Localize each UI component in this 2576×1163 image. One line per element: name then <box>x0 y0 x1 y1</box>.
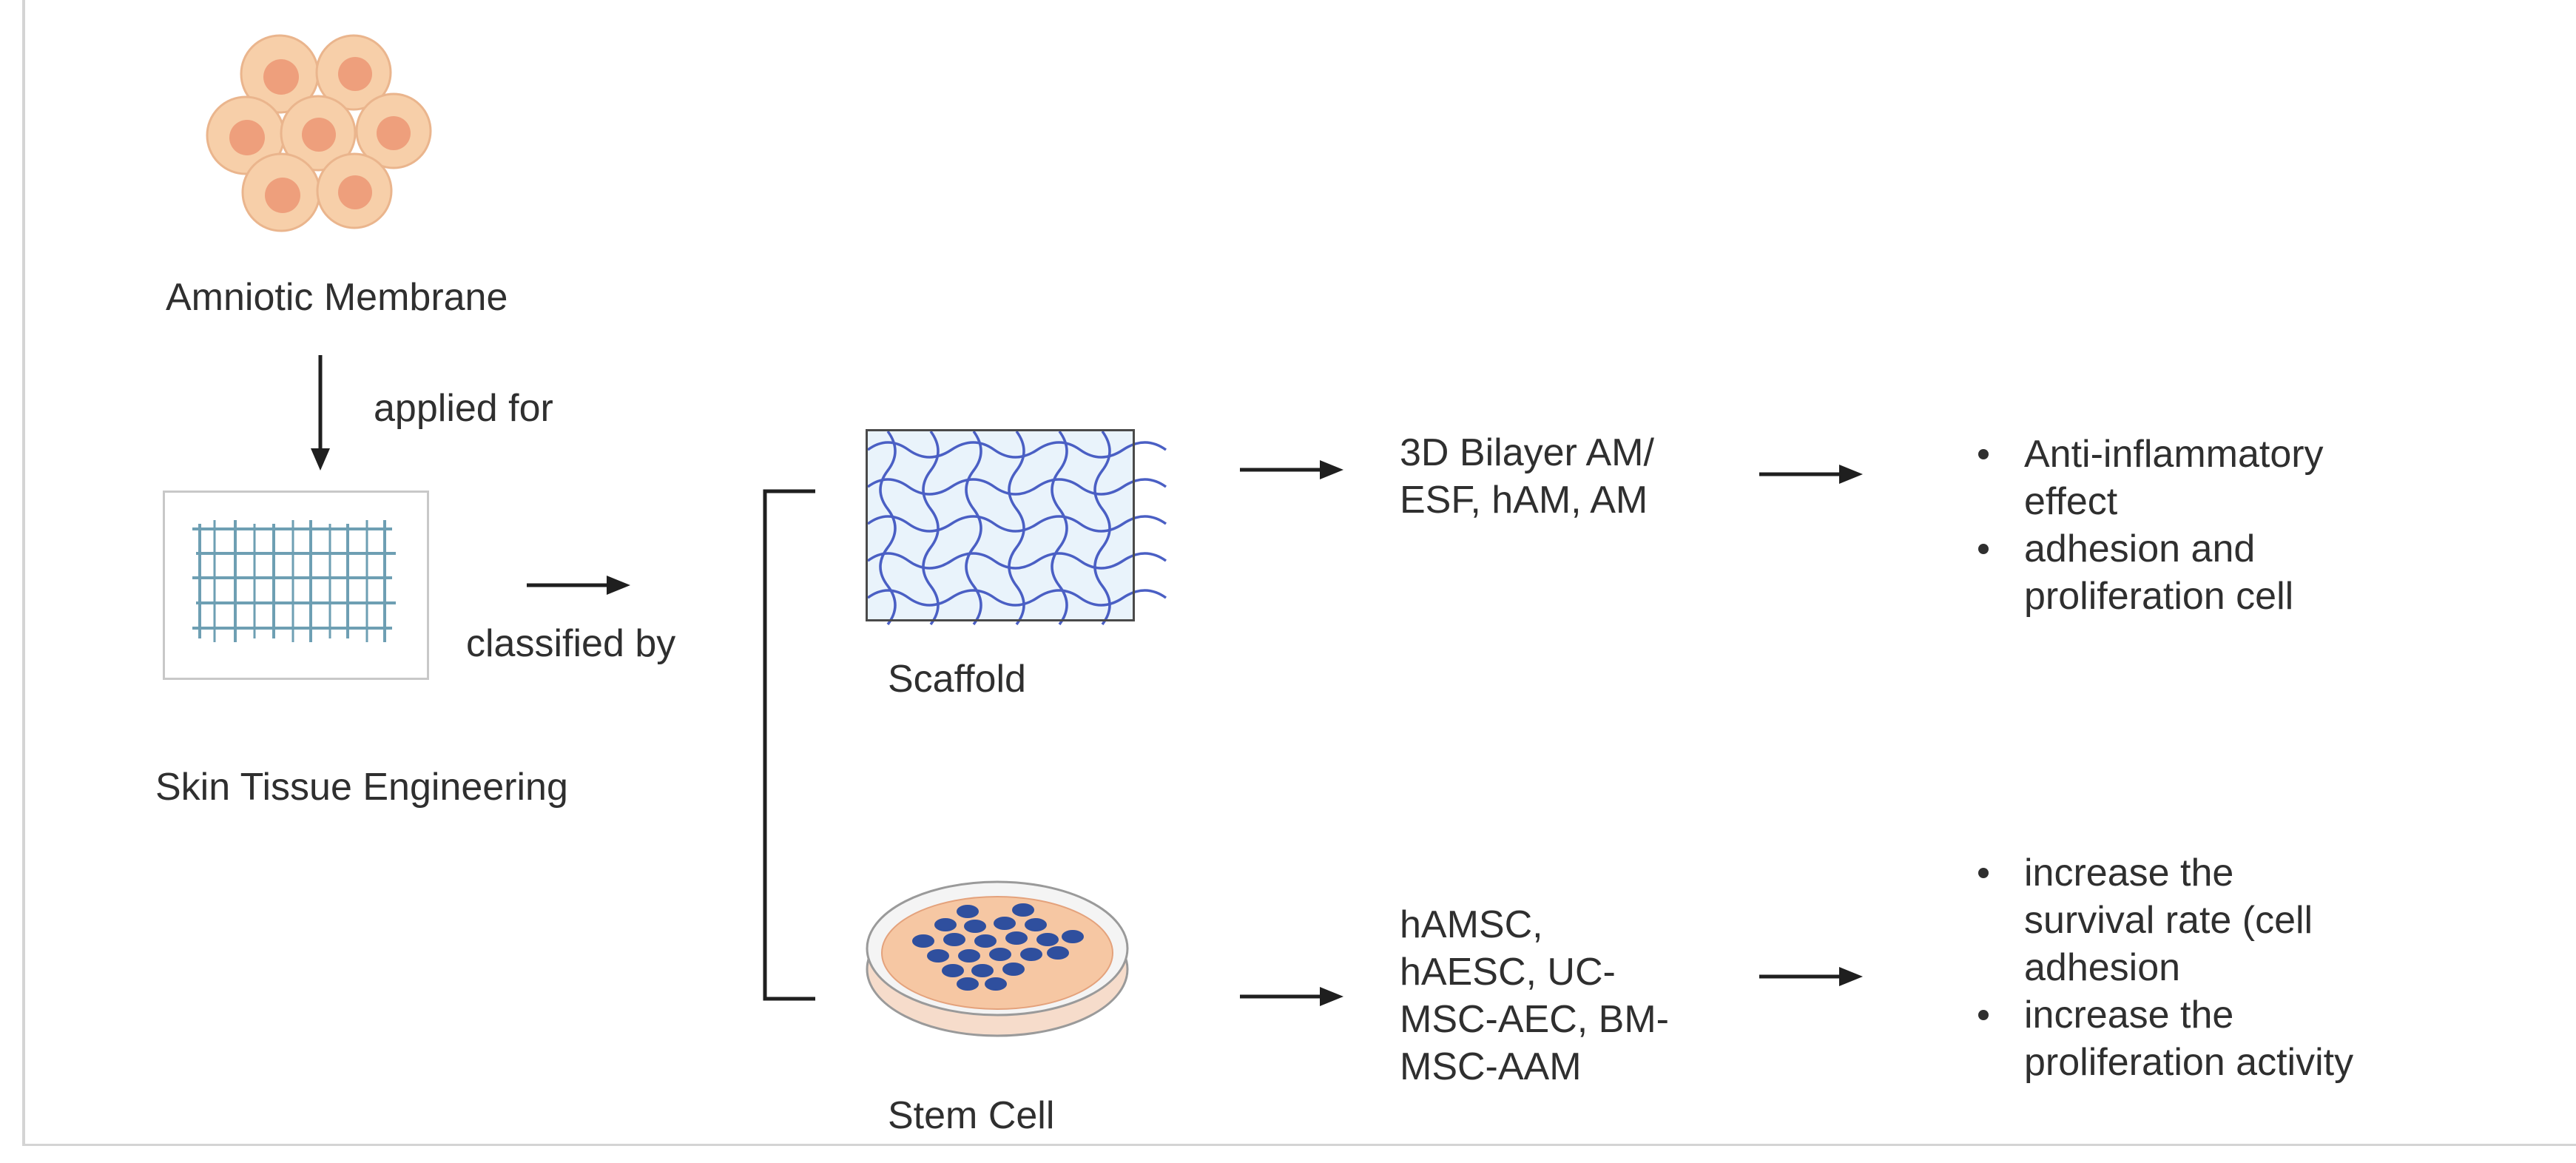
right-arrow-icon <box>1759 967 1863 986</box>
stem-cell-label: Stem Cell <box>888 1094 1055 1137</box>
scaffold-effect-item: Anti-inflammatory effect <box>1975 431 2324 525</box>
skin-tissue-engineering-label: Skin Tissue Engineering <box>155 766 568 809</box>
scaffold-icon <box>866 429 1167 626</box>
stem-cell-effect-item: increase the proliferation activity <box>1975 991 2353 1086</box>
stem-cell-effects-list: increase the survival rate (cell adhesio… <box>1975 849 2353 1086</box>
down-arrow-icon <box>311 355 330 471</box>
amniotic-membrane-label: Amniotic Membrane <box>166 276 508 319</box>
right-arrow-icon <box>527 576 630 595</box>
applied-for-label: applied for <box>374 387 553 430</box>
stem-cell-effect-item: increase the survival rate (cell adhesio… <box>1975 849 2353 991</box>
classified-by-label: classified by <box>466 622 676 665</box>
amniotic-membrane-cells-icon <box>206 34 432 232</box>
frame-bottom-border <box>22 1144 2576 1146</box>
classification-bracket <box>763 489 815 1001</box>
skin-tissue-mesh-icon <box>163 491 429 680</box>
scaffold-effects-list: Anti-inflammatory effect adhesion and pr… <box>1975 431 2324 620</box>
petri-dish-stem-cell-icon <box>866 880 1129 1037</box>
right-arrow-icon <box>1759 465 1863 484</box>
scaffold-label: Scaffold <box>888 658 1026 701</box>
right-arrow-icon <box>1240 460 1343 479</box>
stem-cell-types-text: hAMSC, hAESC, UC- MSC-AEC, BM- MSC-AAM <box>1400 903 1669 1088</box>
scaffold-types-text: 3D Bilayer AM/ ESF, hAM, AM <box>1400 431 1654 522</box>
frame-left-border <box>22 0 25 1145</box>
right-arrow-icon <box>1240 987 1343 1006</box>
scaffold-effect-item: adhesion and proliferation cell <box>1975 525 2324 620</box>
